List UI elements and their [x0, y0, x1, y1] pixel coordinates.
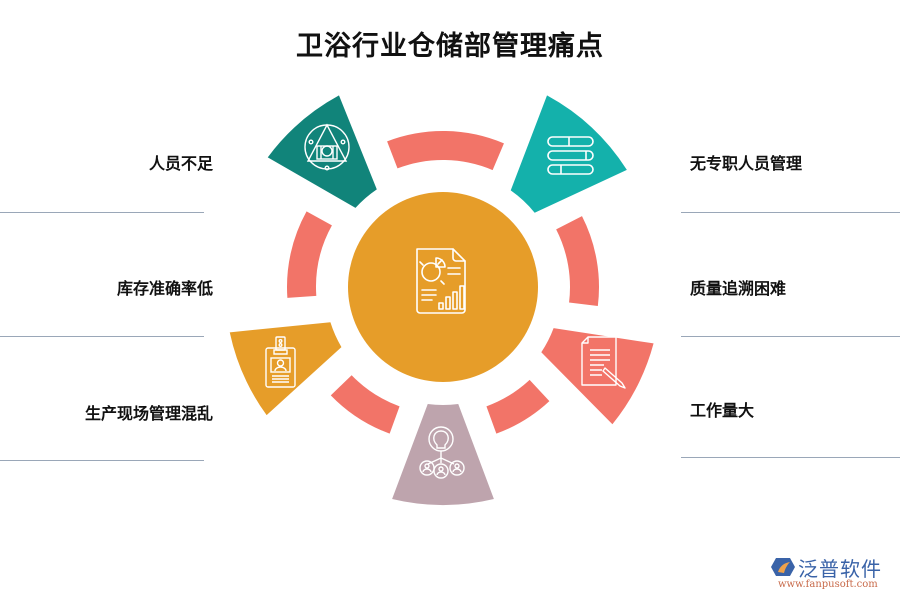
- label-no-dedicated-manager: 无专职人员管理: [690, 154, 803, 173]
- report-document-chart-icon: [416, 248, 466, 314]
- list-bars-icon: [547, 136, 594, 175]
- logo-mark-icon: [771, 558, 795, 576]
- petal-site-chaos: [392, 404, 494, 505]
- page-title: 卫浴行业仓储部管理痛点: [296, 31, 604, 62]
- label-staff-shortage: 人员不足: [148, 154, 213, 173]
- ring-arc: [330, 375, 400, 434]
- petal-no-dedicated-manager: [510, 95, 627, 213]
- fanpusoft-logo: 泛普软件 www.fanpusoft.com: [770, 553, 900, 595]
- ring-arc: [486, 379, 550, 434]
- logo-url: www.fanpusoft.com: [778, 579, 878, 590]
- divider-left-3: [0, 460, 204, 461]
- petal-heavy-workload: [541, 328, 654, 425]
- divider-right-3: [681, 457, 900, 458]
- label-site-chaos: 生产现场管理混乱: [84, 404, 213, 423]
- ring-arc: [556, 216, 600, 307]
- divider-right-2: [681, 336, 900, 337]
- label-quality-traceability: 质量追溯困难: [690, 279, 787, 298]
- label-inventory-accuracy: 库存准确率低: [116, 279, 213, 298]
- document-pencil-icon: [581, 336, 626, 389]
- idea-network-people-icon: [419, 426, 465, 479]
- id-badge-icon: [265, 336, 296, 388]
- divider-left-2: [0, 336, 204, 337]
- divider-right-1: [681, 212, 900, 213]
- logo-name: 泛普软件: [798, 557, 882, 581]
- center-circle: [341, 185, 545, 389]
- divider-left-1: [0, 212, 204, 213]
- ring-arc: [287, 211, 332, 298]
- triangle-circle-scale-icon: [304, 123, 350, 171]
- label-heavy-workload: 工作量大: [690, 401, 755, 420]
- ring-arcs: [287, 131, 600, 434]
- ring-arc: [387, 131, 504, 171]
